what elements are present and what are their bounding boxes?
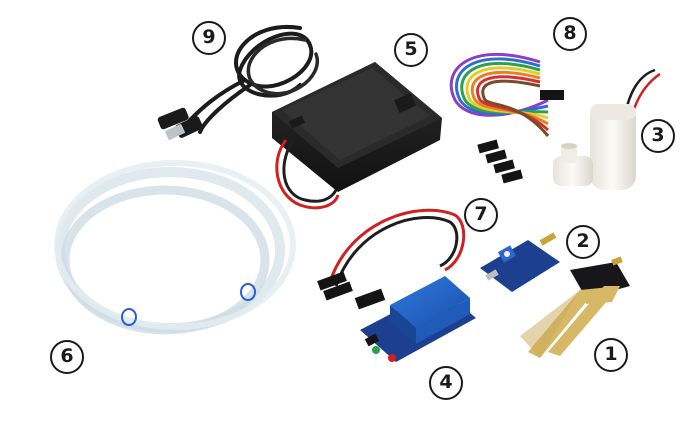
relay-module <box>360 276 476 362</box>
callout-2: 2 <box>566 225 600 259</box>
sensor-board <box>480 232 560 292</box>
callout-5: 5 <box>394 33 428 67</box>
jumper-wires <box>449 52 564 184</box>
callout-1: 1 <box>594 338 628 372</box>
callout-3: 3 <box>641 119 675 153</box>
callout-6: 6 <box>50 340 84 374</box>
callout-9: 9 <box>192 21 226 55</box>
callout-4: 4 <box>429 366 463 400</box>
callout-8: 8 <box>553 17 587 51</box>
battery-box <box>272 62 442 210</box>
water-pump <box>553 68 661 190</box>
moisture-probe <box>520 256 630 358</box>
clear-tube <box>54 160 296 335</box>
wire-pair <box>317 208 466 310</box>
usb-cable <box>157 24 320 141</box>
callout-7: 7 <box>464 198 498 232</box>
